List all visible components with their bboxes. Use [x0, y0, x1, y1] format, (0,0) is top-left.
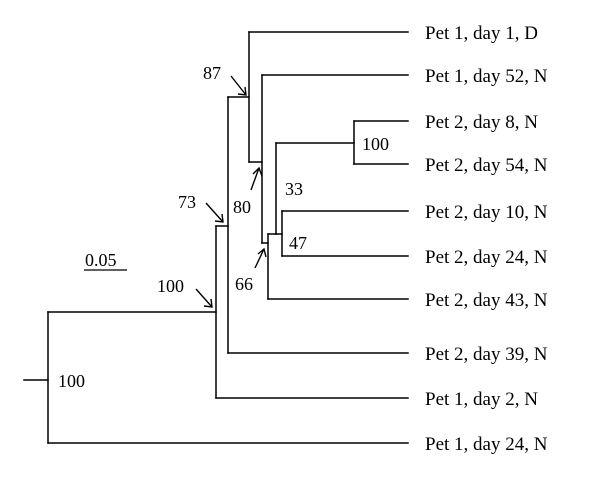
taxon-label: Pet 1, day 1, D — [425, 23, 538, 44]
taxon-label: Pet 2, day 43, N — [425, 290, 548, 311]
arrow-100-lower — [195, 288, 213, 308]
taxon-label: Pet 1, day 52, N — [425, 66, 548, 87]
bootstrap-33: 33 — [285, 179, 303, 199]
bootstrap-100-day8: 100 — [362, 134, 389, 154]
taxon-label: Pet 2, day 8, N — [425, 112, 538, 133]
bootstrap-values: 100 100 73 87 80 66 33 47 100 — [58, 63, 389, 391]
scale-bar: 0.05 — [84, 250, 127, 271]
bootstrap-100-lower: 100 — [157, 276, 184, 296]
bootstrap-80: 80 — [233, 197, 251, 217]
taxon-label: Pet 1, day 2, N — [425, 389, 538, 410]
bootstrap-47: 47 — [289, 233, 307, 253]
arrow-87 — [230, 75, 247, 96]
node-arrows — [195, 75, 267, 308]
bootstrap-73: 73 — [178, 192, 196, 212]
taxon-label: Pet 2, day 54, N — [425, 155, 548, 176]
bootstrap-87: 87 — [203, 63, 221, 83]
arrow-73 — [205, 202, 224, 223]
taxon-label: Pet 2, day 24, N — [425, 247, 548, 268]
taxon-label: Pet 2, day 39, N — [425, 344, 548, 365]
bootstrap-66: 66 — [235, 274, 253, 294]
tree-branches — [23, 31, 409, 444]
arrow-80 — [250, 166, 263, 191]
bootstrap-root: 100 — [58, 371, 85, 391]
taxon-labels: Pet 1, day 1, D Pet 1, day 52, N Pet 2, … — [425, 23, 548, 455]
taxon-label: Pet 1, day 24, N — [425, 434, 548, 455]
taxon-label: Pet 2, day 10, N — [425, 202, 548, 223]
scale-bar-label: 0.05 — [85, 250, 117, 270]
arrow-66 — [254, 247, 267, 269]
